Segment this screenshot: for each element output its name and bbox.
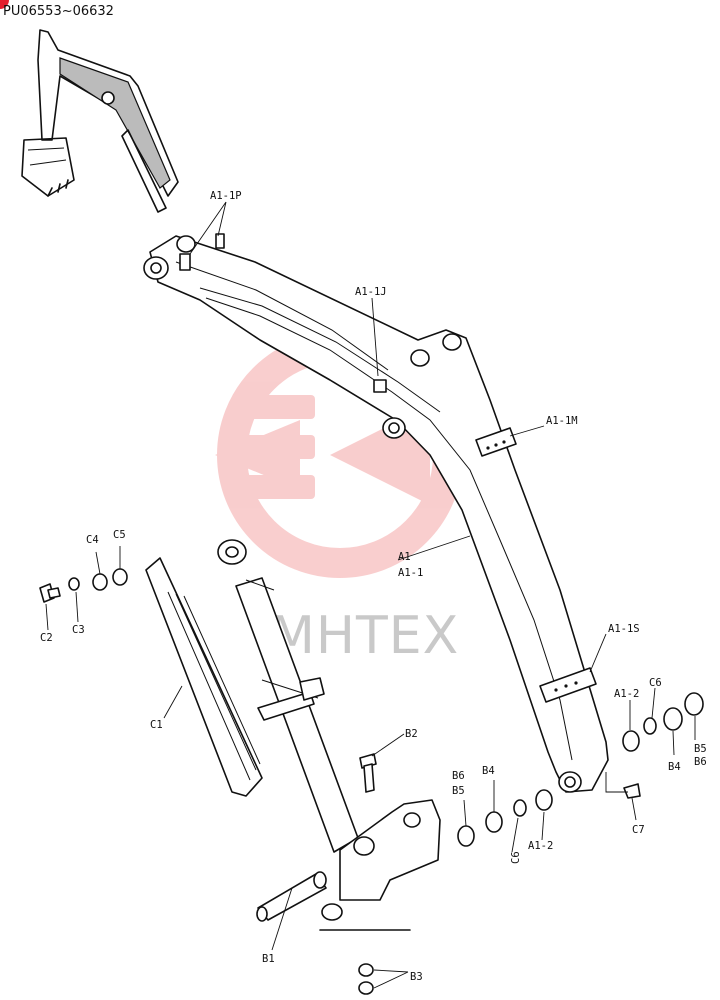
washer-b5-b6-right xyxy=(684,692,704,716)
boom-assembly xyxy=(143,233,609,793)
bushing-a1-2-bottom xyxy=(535,789,553,811)
label-c1: C1 xyxy=(150,719,163,731)
label-c5: C5 xyxy=(113,529,126,541)
label-b5-bottom: B5 xyxy=(452,785,465,797)
label-c4: C4 xyxy=(86,534,99,546)
boom-cylinder xyxy=(217,539,359,853)
washer-c6-right xyxy=(643,717,657,735)
excavator-overview-icon xyxy=(21,29,179,213)
label-b3: B3 xyxy=(410,971,423,983)
part-labels: A1-1P A1-1J A1-1M A1 A1-1 A1-1S A1-2 C6 … xyxy=(40,190,707,983)
label-a1-1: A1-1 xyxy=(398,567,423,579)
serial-range: PU06553~06632 xyxy=(3,4,114,19)
label-a1-2-right: A1-2 xyxy=(614,688,639,700)
label-b4-bottom: B4 xyxy=(482,765,495,777)
label-b1: B1 xyxy=(262,953,275,965)
label-b4-right: B4 xyxy=(668,761,681,773)
label-a1: A1 xyxy=(398,551,411,563)
page-marker-icon xyxy=(0,0,9,9)
washer-b4-bottom xyxy=(485,811,503,833)
label-a1-2-bottom: A1-2 xyxy=(528,840,553,852)
label-b6-bottom: B6 xyxy=(452,770,465,782)
leader-lines xyxy=(45,201,696,989)
nuts-b3 xyxy=(358,963,374,995)
label-b6-right: B6 xyxy=(694,756,707,768)
washer-c4 xyxy=(92,573,108,591)
label-b2: B2 xyxy=(405,728,418,740)
washer-c3 xyxy=(68,577,80,591)
label-c6-right: C6 xyxy=(649,677,662,689)
bushing-a1-2-right xyxy=(622,730,640,752)
label-a1-1p: A1-1P xyxy=(210,190,242,202)
grease-fitting-c7 xyxy=(623,783,641,799)
washer-b4-right xyxy=(663,707,683,731)
label-b5-right: B5 xyxy=(694,743,707,755)
label-c3: C3 xyxy=(72,624,85,636)
watermark-text: MHTEX xyxy=(270,606,459,666)
label-c7: C7 xyxy=(632,824,645,836)
label-a1-1s: A1-1S xyxy=(608,623,640,635)
swing-bracket xyxy=(319,799,441,931)
bolt-b2 xyxy=(359,753,377,793)
washer-c6-bottom xyxy=(513,799,527,817)
label-a1-1m: A1-1M xyxy=(546,415,578,427)
label-a1-1j: A1-1J xyxy=(355,286,387,298)
bolt-c2 xyxy=(39,583,61,603)
washer-b5-b6-bottom xyxy=(457,825,475,847)
cylinder-cover-c1 xyxy=(145,557,263,797)
washer-c5 xyxy=(112,568,128,586)
label-c2: C2 xyxy=(40,632,53,644)
label-c6-bottom: C6 xyxy=(510,851,522,864)
pin-b1 xyxy=(256,871,327,922)
